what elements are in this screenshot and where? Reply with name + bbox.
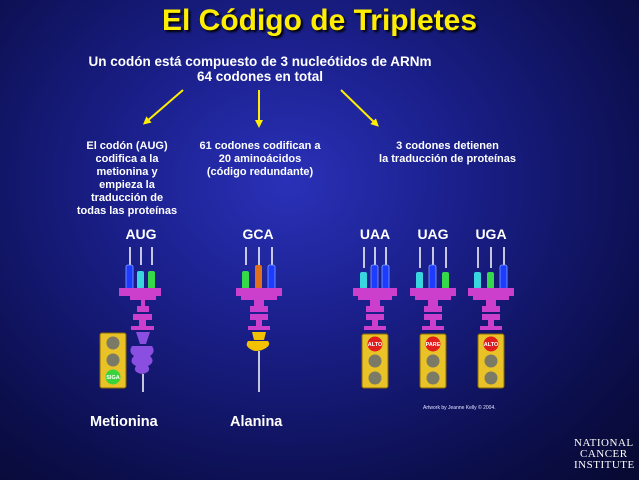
alanine-chain bbox=[252, 332, 266, 340]
arrow-left bbox=[142, 89, 184, 125]
traffic-light-stop-uga: ALTO bbox=[477, 333, 505, 389]
traffic-light-label: PARE bbox=[426, 342, 441, 348]
codon-label-gca: GCA bbox=[242, 226, 274, 242]
amino-acid-alanine: Alanina bbox=[230, 414, 283, 430]
subtitle-line-1: Un codón está compuesto de 3 nucleótidos… bbox=[88, 54, 432, 69]
go-light bbox=[105, 369, 121, 385]
methionine-chain bbox=[136, 332, 150, 344]
traffic-light-label: SIGA bbox=[106, 375, 119, 381]
nucleotide-u bbox=[137, 271, 144, 289]
codon-label-aug: AUG bbox=[125, 226, 157, 242]
codon-label-uga: UGA bbox=[475, 226, 507, 242]
stop-light bbox=[367, 336, 383, 352]
amino-acid-methionine: Metionina bbox=[90, 414, 158, 430]
traffic-light-go: SIGA bbox=[99, 332, 127, 389]
traffic-light-stop-uag: PARE bbox=[419, 333, 447, 389]
trna-aug bbox=[119, 247, 161, 392]
page-title: El Código de Tripletes bbox=[161, 4, 478, 37]
trna-uag bbox=[410, 247, 456, 330]
caption-stop-codons: 3 codones detienen la traducción de prot… bbox=[379, 140, 516, 165]
codon-label-uag: UAG bbox=[417, 226, 449, 242]
codon-label-uaa: UAA bbox=[359, 226, 391, 242]
subtitle-line-2: 64 codones en total bbox=[196, 69, 324, 84]
trna-uga bbox=[468, 247, 514, 330]
nucleotide-a bbox=[125, 264, 134, 290]
traffic-light-label: ALTO bbox=[368, 342, 383, 348]
caption-coding-codons: 61 codones codifican a 20 aminoácidos (c… bbox=[199, 140, 321, 178]
nci-logo: NATIONAL CANCER INSTITUTE bbox=[574, 437, 635, 471]
nucleotide-g bbox=[148, 271, 155, 289]
trna-uaa bbox=[353, 247, 397, 330]
arrow-right bbox=[340, 89, 379, 127]
artwork-credit: Artwork by Jeanne Kelly © 2004. bbox=[423, 405, 496, 411]
trna-body bbox=[119, 288, 161, 312]
trna-gca bbox=[236, 247, 282, 392]
subtitle: Un codón está compuesto de 3 nucleótidos… bbox=[0, 54, 520, 84]
traffic-light-stop-uaa: ALTO bbox=[361, 333, 389, 389]
traffic-light-label: ALTO bbox=[484, 342, 499, 348]
caption-start-codon: El codón (AUG) codifica a la metionina y… bbox=[76, 140, 178, 217]
